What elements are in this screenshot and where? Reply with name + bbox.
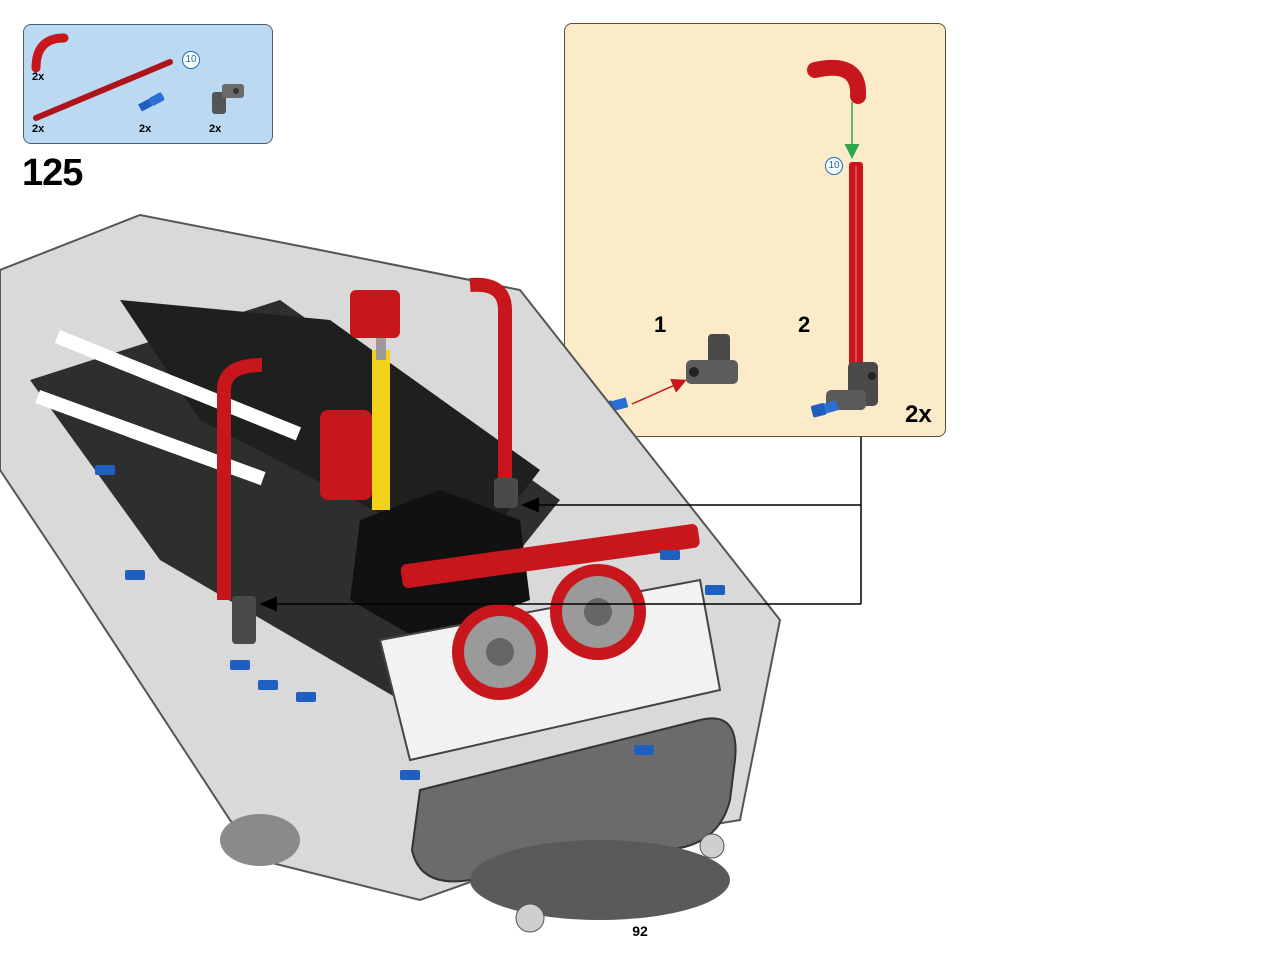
installed-pipe-right-icon xyxy=(469,277,512,495)
submodel-parts xyxy=(596,59,878,418)
parts-qty-pin: 2x xyxy=(139,123,152,135)
parts-qty-connector: 2x xyxy=(209,123,222,135)
angle-connector-icon xyxy=(212,84,244,114)
submodel-multiplier: 2x xyxy=(905,401,932,428)
long-axle-icon xyxy=(33,59,173,121)
parts-qty-bent-pipe: 2x xyxy=(32,71,45,83)
submodel-bent-pipe-icon xyxy=(807,59,867,104)
submodel-box xyxy=(564,23,946,437)
red-engine-part xyxy=(320,410,372,500)
parts-qty-axle: 2x xyxy=(32,123,45,135)
bent-pipe-icon xyxy=(31,33,69,73)
red-arrow-icon xyxy=(631,378,687,405)
substep-number-1: 1 xyxy=(654,312,667,337)
main-model xyxy=(0,213,782,933)
installed-pipe-left-icon xyxy=(217,358,263,600)
parts-icons xyxy=(31,33,244,121)
page-number: 92 xyxy=(632,923,648,939)
axle-length-callout: 10 xyxy=(182,51,200,69)
blue-pin-icon xyxy=(138,92,165,112)
submodel-length-callout: 10 xyxy=(825,157,843,175)
placement-arrows xyxy=(259,437,862,612)
step1-connector-icon xyxy=(686,334,738,384)
yellow-shock xyxy=(372,350,390,510)
step-number: 125 xyxy=(22,152,83,194)
substep-number-2: 2 xyxy=(798,312,811,337)
submodel-pin-icon xyxy=(810,400,839,418)
